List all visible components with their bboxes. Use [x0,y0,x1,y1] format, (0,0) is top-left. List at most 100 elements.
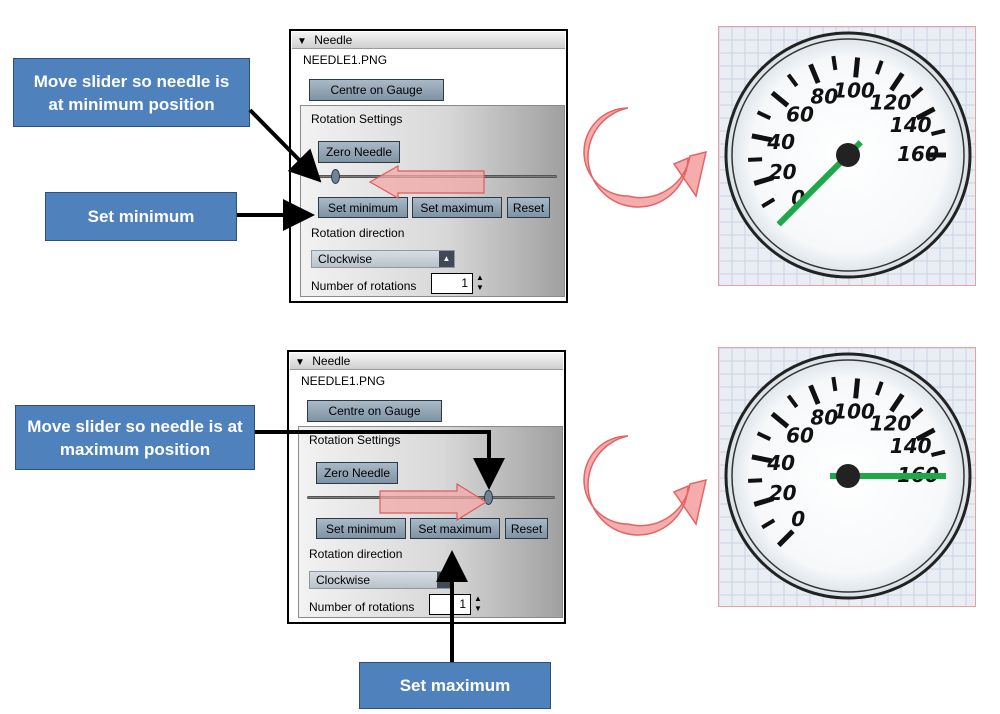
reset-button[interactable]: Reset [507,197,550,218]
set-minimum-button[interactable]: Set minimum [318,197,408,218]
rotation-direction-select[interactable]: Clockwise ▲ [311,250,455,268]
gauge-tick [753,175,775,186]
rotation-settings-title: Rotation Settings [309,433,401,447]
panel-header-title: Needle [314,33,353,47]
select-arrow-icon[interactable]: ▲ [439,251,454,267]
gauge-label: 160 [897,142,939,166]
rotate-clockwise-icon [583,435,708,536]
callout-text: Set minimum [87,207,195,226]
gauge-label: 60 [786,424,814,448]
gauge-label: 80 [810,406,838,430]
gauge-label: 140 [890,434,932,458]
gauge-tick [915,427,936,442]
gauge-tick [751,454,772,464]
file-name: NEEDLE1.PNG [301,374,386,388]
gauge-tick [786,73,799,88]
gauge-tick [756,431,772,442]
gauge-tick [770,411,790,429]
callout-text: Move slider so needle is at maximum posi… [27,416,243,459]
gauge-tick [831,55,838,71]
gauge-label: 120 [870,90,912,114]
callout-set-maximum: Set maximum [359,662,551,709]
gauge-label: 40 [766,451,795,475]
gauge-tick [853,57,861,78]
gauge-tick [930,449,946,458]
gauge-tick [756,110,772,121]
set-maximum-button[interactable]: Set maximum [410,518,500,539]
callout-move-slider-max: Move slider so needle is at maximum posi… [15,405,255,470]
gauge-tick [853,378,861,399]
gauge-tick [751,133,772,143]
gauge-label: 0 [791,507,805,531]
file-name: NEEDLE1.PNG [303,53,388,67]
gauge-tick [875,381,884,396]
gauge-tick [831,376,838,392]
gauge-label: 120 [870,411,912,435]
set-maximum-button[interactable]: Set maximum [412,197,502,218]
gauge-tick [875,60,884,75]
gauge-tick [761,518,776,530]
gauge-hub [836,464,860,488]
callout-set-minimum: Set minimum [45,192,237,241]
callout-text: Move slider so needle is at minimum posi… [33,71,230,114]
callout-move-slider-min: Move slider so needle is at minimum posi… [13,58,250,127]
gauge-tick [808,63,821,84]
gauge-label: 140 [890,113,932,137]
reset-button[interactable]: Reset [505,518,548,539]
slider-thumb[interactable] [483,490,493,505]
rotations-input[interactable]: 1 [431,273,473,294]
zero-needle-button[interactable]: Zero Needle [316,462,398,484]
panel-header[interactable]: ▼ Needle [292,32,565,49]
rotations-input[interactable]: 1 [429,594,471,615]
gauge-tick [910,407,924,420]
gauge-label: 20 [769,481,797,505]
gauge-label: 80 [810,85,838,109]
gauge-label: 60 [786,103,814,127]
rotation-settings-group: Rotation Settings Zero Needle Set minimu… [300,105,565,297]
callout-text: Set maximum [399,676,511,695]
collapse-triangle-icon[interactable]: ▼ [295,357,305,368]
gauge-tick [915,106,936,121]
gauge-tick [910,86,924,99]
rotation-direction-value: Clockwise [318,252,373,266]
rotate-clockwise-icon [583,107,708,208]
centre-on-gauge-button[interactable]: Centre on Gauge [309,79,444,101]
select-arrow-icon[interactable]: ▲ [437,572,452,588]
rotation-slider[interactable] [307,490,555,505]
gauge-hub [836,143,860,167]
set-minimum-button[interactable]: Set minimum [316,518,406,539]
gauge-tick [889,72,905,92]
rotation-direction-select[interactable]: Clockwise ▲ [309,571,453,589]
rotation-direction-value: Clockwise [316,573,371,587]
slider-thumb[interactable] [330,169,340,184]
gauge-tick [786,394,799,409]
panel-header-title: Needle [312,354,351,368]
zero-needle-button[interactable]: Zero Needle [318,141,400,163]
number-of-rotations-label: Number of rotations [309,600,415,614]
gauge-tick [776,529,795,548]
collapse-triangle-icon[interactable]: ▼ [297,36,307,47]
panel-header[interactable]: ▼ Needle [290,353,563,370]
rotations-stepper[interactable]: 1 ▲▼ [431,273,487,294]
gauge-label: 100 [833,78,875,102]
gauge-tick [808,384,821,405]
gauge-label: 100 [833,399,875,423]
centre-on-gauge-button[interactable]: Centre on Gauge [307,400,442,422]
rotations-stepper[interactable]: 1 ▲▼ [429,594,485,615]
rotation-slider[interactable] [309,169,557,184]
stepper-arrows-icon[interactable]: ▲▼ [476,273,484,292]
stepper-arrows-icon[interactable]: ▲▼ [474,594,482,613]
rotation-settings-title: Rotation Settings [311,112,403,126]
gauge-tick [753,496,775,507]
gauge-tick [930,128,946,137]
gauge-tick [748,157,763,162]
gauge-tick [889,393,905,413]
gauge-tick [761,197,776,209]
gauge-tick [748,478,763,483]
rotation-settings-group: Rotation Settings Zero Needle Set minimu… [298,426,563,618]
gauge-label: 40 [766,130,795,154]
